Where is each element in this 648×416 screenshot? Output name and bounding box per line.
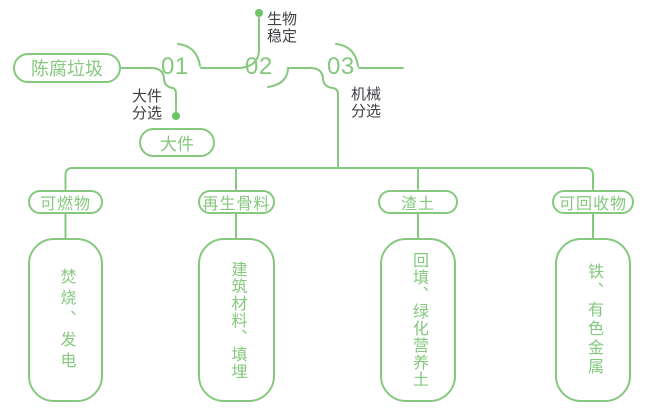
process-label-line: 大件 [132, 88, 163, 105]
result-text: 铁、有色金属 [585, 263, 602, 377]
dot-bulky [172, 112, 180, 120]
bulky-item-pill: 大件 [139, 128, 215, 157]
result-box-slag-soil: 回填、绿化营养土 [380, 238, 456, 402]
dot-bio [255, 9, 263, 17]
category-label: 再生骨料 [202, 196, 271, 213]
process-label-line: 分选 [351, 103, 382, 120]
result-box-combustibles: 焚烧、发电 [28, 238, 103, 402]
source-label: 陈腐垃圾 [31, 59, 103, 79]
branch-02-up [237, 17, 260, 69]
result-box-recyclables: 铁、有色金属 [555, 238, 631, 402]
swoosh-02 [267, 68, 289, 88]
result-box-recycled-aggregate: 建筑材料、填埋 [198, 238, 275, 402]
swoosh-01 [177, 43, 201, 67]
swoosh-03 [335, 43, 359, 67]
process-label-line: 机械 [351, 86, 382, 103]
process-label-bio-stabilization: 生物 稳定 [267, 11, 297, 45]
source-pill: 陈腐垃圾 [13, 53, 121, 83]
process-label-mechanical-sorting: 机械 分选 [351, 86, 381, 120]
category-pill-combustibles: 可燃物 [28, 190, 103, 214]
bulky-item-label: 大件 [160, 135, 194, 154]
category-pill-slag-soil: 渣土 [378, 190, 458, 214]
result-text: 回填、绿化营养土 [410, 252, 427, 388]
result-text: 建筑材料、填埋 [228, 260, 246, 380]
branch-01-down [150, 67, 177, 112]
category-label: 渣土 [400, 196, 435, 213]
line-02-to-03-and-branch-down [287, 67, 339, 169]
process-label-line: 稳定 [267, 28, 298, 45]
category-pill-recycled-aggregate: 再生骨料 [198, 190, 275, 214]
process-label-line: 分选 [132, 105, 163, 122]
process-label-line: 生物 [267, 11, 298, 28]
distribution-bar [64, 167, 594, 190]
category-pill-recyclables: 可回收物 [552, 190, 634, 214]
category-label: 可燃物 [39, 196, 91, 213]
process-label-bulky-sorting: 大件 分选 [132, 88, 162, 122]
step-number-02: 02 [245, 53, 273, 80]
step-number-03: 03 [327, 53, 355, 80]
category-label: 可回收物 [558, 196, 627, 213]
result-text: 焚烧、发电 [57, 267, 75, 373]
step-number-01: 01 [161, 53, 189, 80]
